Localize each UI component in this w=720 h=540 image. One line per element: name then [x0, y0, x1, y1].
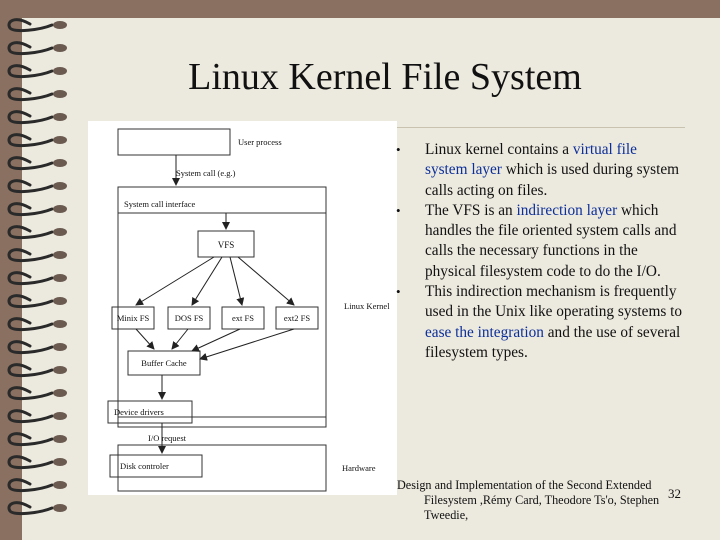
binding-ring-icon [7, 18, 67, 33]
ext-fs-box [221, 306, 265, 330]
linux-kernel-label: Linux Kernel [344, 301, 390, 311]
bullet-dot-icon: • [396, 284, 401, 300]
system-call-label: System call (e.g.) [176, 168, 236, 178]
binding-ring-icon [7, 501, 67, 516]
ext-cache-arrow [191, 328, 241, 352]
highlight-term: indirection layer [516, 201, 618, 219]
dos-fs-box [167, 306, 211, 330]
hardware-box [117, 444, 327, 492]
citation: Design and Implementation of the Second … [397, 478, 660, 522]
bullet-item: • The VFS is an indirection layer which … [396, 201, 677, 280]
binding-ring-icon [7, 202, 67, 217]
minix-fs-box [111, 306, 155, 330]
bullet-list: • Linux kernel contains a virtual file s… [393, 140, 683, 363]
device-drivers-label: Device drivers [114, 407, 164, 417]
vfs-diagram: User process System call (e.g.) System c… [88, 121, 397, 495]
user-process-box [117, 128, 231, 156]
binding-ring-icon [7, 179, 67, 194]
ext2-fs-label: ext2 FS [284, 313, 310, 323]
binding-ring-icon [7, 133, 67, 148]
vfs-minix-arrow [135, 256, 215, 306]
io-request-label: I/O request [148, 433, 187, 443]
slide-title: Linux Kernel File System [188, 56, 582, 98]
dos-cache-arrow [171, 328, 189, 350]
minix-cache-arrow [135, 328, 155, 350]
bullet-dot-icon: • [396, 202, 401, 218]
syscall-interface-label: System call interface [124, 199, 196, 209]
vfs-diagram-svg: User process System call (e.g.) System c… [107, 128, 390, 492]
vfs-box [197, 230, 255, 258]
hardware-label: Hardware [342, 463, 376, 473]
binding-ring-icon [7, 225, 67, 240]
binding-ring-icon [7, 455, 67, 470]
binding-ring-icon [7, 409, 67, 424]
disk-controler-box [109, 454, 203, 478]
vfs-label: VFS [218, 240, 235, 250]
binding-ring-icon [7, 41, 67, 56]
highlight-term: virtual file system layer [425, 141, 637, 179]
buffer-cache-box [127, 350, 201, 376]
binding-ring-icon [7, 386, 67, 401]
device-drivers-box [107, 400, 193, 424]
binding-ring-icon [7, 64, 67, 79]
binding-ring-icon [7, 363, 67, 378]
minix-fs-label: Minix FS [117, 313, 150, 323]
ext-fs-label: ext FS [232, 313, 254, 323]
binding-ring-icon [7, 478, 67, 493]
vfs-dos-arrow [191, 256, 223, 306]
binding-ring-icon [7, 110, 67, 125]
binding-ring-icon [7, 317, 67, 332]
highlight-term: ease the integration [425, 323, 544, 341]
binding-ring-icon [7, 294, 67, 309]
disk-controler-label: Disk controler [120, 461, 169, 471]
vfs-ext2-arrow [237, 256, 295, 306]
page-number: 32 [668, 486, 681, 501]
ext2-cache-arrow [199, 328, 295, 361]
bullet-item: • This indirection mechanism is frequent… [396, 283, 683, 361]
user-process-label: User process [238, 137, 282, 147]
binding-ring-icon [7, 156, 67, 171]
binding-ring-icon [7, 248, 67, 263]
spiral-binding [7, 18, 67, 516]
binding-ring-icon [7, 340, 67, 355]
buffer-cache-label: Buffer Cache [141, 358, 187, 368]
dos-fs-label: DOS FS [175, 313, 204, 323]
vfs-ext-arrow [229, 256, 245, 306]
bullet-item: • Linux kernel contains a virtual file s… [396, 141, 680, 199]
binding-ring-icon [7, 432, 67, 447]
binding-ring-icon [7, 87, 67, 102]
binding-ring-icon [7, 271, 67, 286]
ext2-fs-box [275, 306, 319, 330]
bullet-dot-icon: • [396, 142, 401, 157]
